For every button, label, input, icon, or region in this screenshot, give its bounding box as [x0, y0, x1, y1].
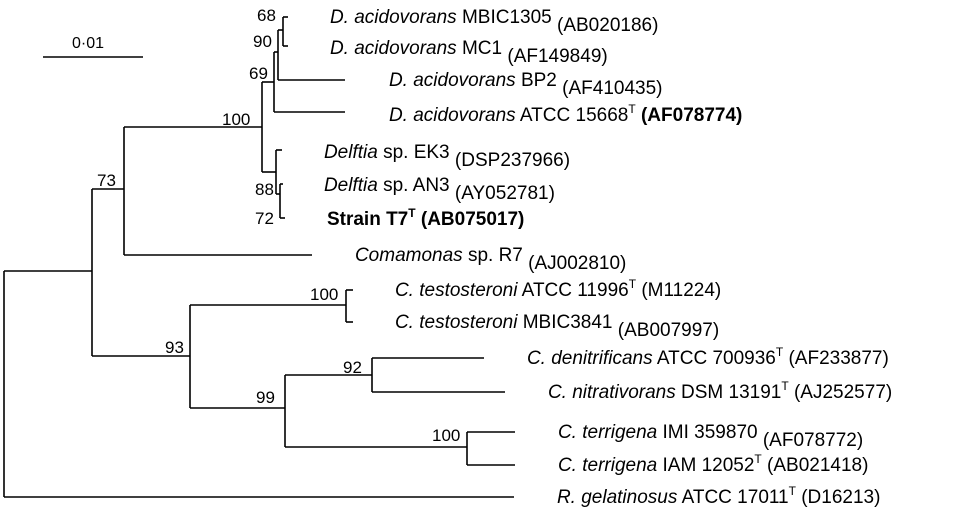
taxon-genus: C. denitrificans: [527, 348, 653, 369]
taxon-accession: (AF149849): [502, 46, 608, 67]
type-strain-mark: T: [781, 379, 789, 393]
taxa-labels: D. acidovorans MBIC1305 (AB020186) D. ac…: [287, 7, 919, 508]
tree-branches: [3, 16, 515, 498]
taxon-label: D. acidovorans ATCC 15668T (AF078774): [352, 102, 769, 126]
taxon-genus: D. acidovorans: [389, 70, 516, 91]
taxon-genus: D. acidovorans: [389, 105, 516, 126]
bootstrap-value: 88: [255, 180, 274, 199]
taxon-genus: C. testosteroni: [395, 312, 518, 333]
taxon-strain: sp. EK3: [378, 142, 450, 163]
taxon-strain: ATCC 11996: [517, 280, 628, 301]
scale-bar: 0·01: [43, 35, 143, 58]
type-strain-mark: T: [629, 277, 637, 291]
taxon-label: D. acidovorans MC1 (AF149849): [293, 38, 634, 67]
taxon-label: D. acidovorans MBIC1305 (AB020186): [293, 7, 685, 36]
taxon-genus: C. terrigena: [558, 422, 657, 443]
taxon-label: C. testosteroni ATCC 11996T (M11224): [358, 277, 748, 301]
taxon-genus: R. gelatinosus: [557, 487, 678, 508]
bootstrap-value: 90: [253, 32, 272, 51]
taxon-genus: C. nitrativorans: [548, 382, 676, 403]
taxon-genus: C. testosteroni: [395, 280, 518, 301]
taxon-genus: C. terrigena: [558, 455, 657, 476]
taxon-accession: (AB020186): [552, 15, 659, 36]
taxon-label: C. denitrificans ATCC 700936T (AF233877): [490, 345, 915, 369]
bootstrap-values: 68 90 69 100 73 88 72 100 93 92 99 100: [97, 6, 460, 445]
taxon-genus: D. acidovorans: [330, 7, 457, 28]
taxon-accession: (AF410435): [557, 78, 663, 99]
taxon-strain: IAM 12052: [657, 455, 754, 476]
taxon-genus: Delftia: [324, 175, 378, 196]
taxon-accession: (AF078774): [636, 105, 743, 126]
taxon-strain: ATCC 17011: [677, 487, 788, 508]
taxon-label: C. nitrativorans DSM 13191T (AJ252577): [511, 379, 919, 403]
taxon-accession: (AB007997): [613, 320, 720, 341]
taxon-label: Delftia sp. EK3 (DSP237966): [287, 142, 596, 171]
taxon-strain: ATCC 700936: [653, 348, 776, 369]
bootstrap-value: 68: [257, 6, 276, 25]
bootstrap-value: 92: [343, 358, 362, 377]
taxon-label: D. acidovorans BP2 (AF410435): [352, 70, 689, 99]
taxon-label: C. terrigena IAM 12052T (AB021418): [521, 452, 895, 476]
taxon-accession: (AF078772): [758, 430, 864, 451]
taxon-strain: BP2: [516, 70, 557, 91]
type-strain-mark: T: [776, 345, 784, 359]
bootstrap-value: 73: [97, 171, 116, 190]
taxon-genus: Comamonas: [355, 245, 463, 266]
taxon-accession: (AF233877): [783, 348, 889, 369]
taxon-accession: (AJ002810): [523, 253, 627, 274]
taxon-label: R. gelatinosus ATCC 17011T (D16213): [520, 484, 907, 508]
taxon-label: C. terrigena IMI 359870 (AF078772): [521, 422, 890, 451]
taxon-accession: (M11224): [636, 280, 721, 301]
bootstrap-value: 69: [249, 64, 268, 83]
type-strain-mark: T: [408, 206, 416, 220]
type-strain-mark: T: [628, 102, 636, 116]
taxon-label: C. testosteroni MBIC3841 (AB007997): [358, 312, 746, 341]
taxon-label-highlighted: Strain T7T (AB075017): [290, 206, 551, 230]
bootstrap-value: 100: [432, 426, 460, 445]
taxon-accession: (AJ252577): [789, 382, 893, 403]
taxon-strain: ATCC 15668: [516, 105, 629, 126]
taxon-accession: (DSP237966): [450, 150, 570, 171]
bootstrap-value: 72: [255, 209, 274, 228]
taxon-strain: MC1: [457, 38, 502, 59]
taxon-label: Comamonas sp. R7 (AJ002810): [318, 245, 653, 274]
taxon-genus: Delftia: [324, 142, 378, 163]
taxon-strain: MBIC3841: [517, 312, 612, 333]
taxon-strain: sp. R7: [463, 245, 523, 266]
taxon-genus: D. acidovorans: [330, 38, 457, 59]
taxon-strain: sp. AN3: [378, 175, 450, 196]
taxon-strain: Strain T7: [327, 209, 408, 230]
type-strain-mark: T: [789, 484, 797, 498]
bootstrap-value: 100: [310, 285, 338, 304]
taxon-accession: (D16213): [796, 487, 881, 508]
taxon-strain: IMI 359870: [657, 422, 757, 443]
taxon-strain: MBIC1305: [457, 7, 552, 28]
type-strain-mark: T: [754, 452, 762, 466]
bootstrap-value: 99: [256, 388, 275, 407]
taxon-strain: DSM 13191: [676, 382, 782, 403]
taxon-accession: (AB021418): [762, 455, 869, 476]
taxon-label: Delftia sp. AN3 (AY052781): [287, 175, 581, 204]
bootstrap-value: 100: [222, 110, 250, 129]
scale-bar-label: 0·01: [72, 35, 104, 52]
bootstrap-value: 93: [165, 338, 184, 357]
taxon-accession: (AB075017): [416, 209, 525, 230]
taxon-accession: (AY052781): [450, 183, 555, 204]
